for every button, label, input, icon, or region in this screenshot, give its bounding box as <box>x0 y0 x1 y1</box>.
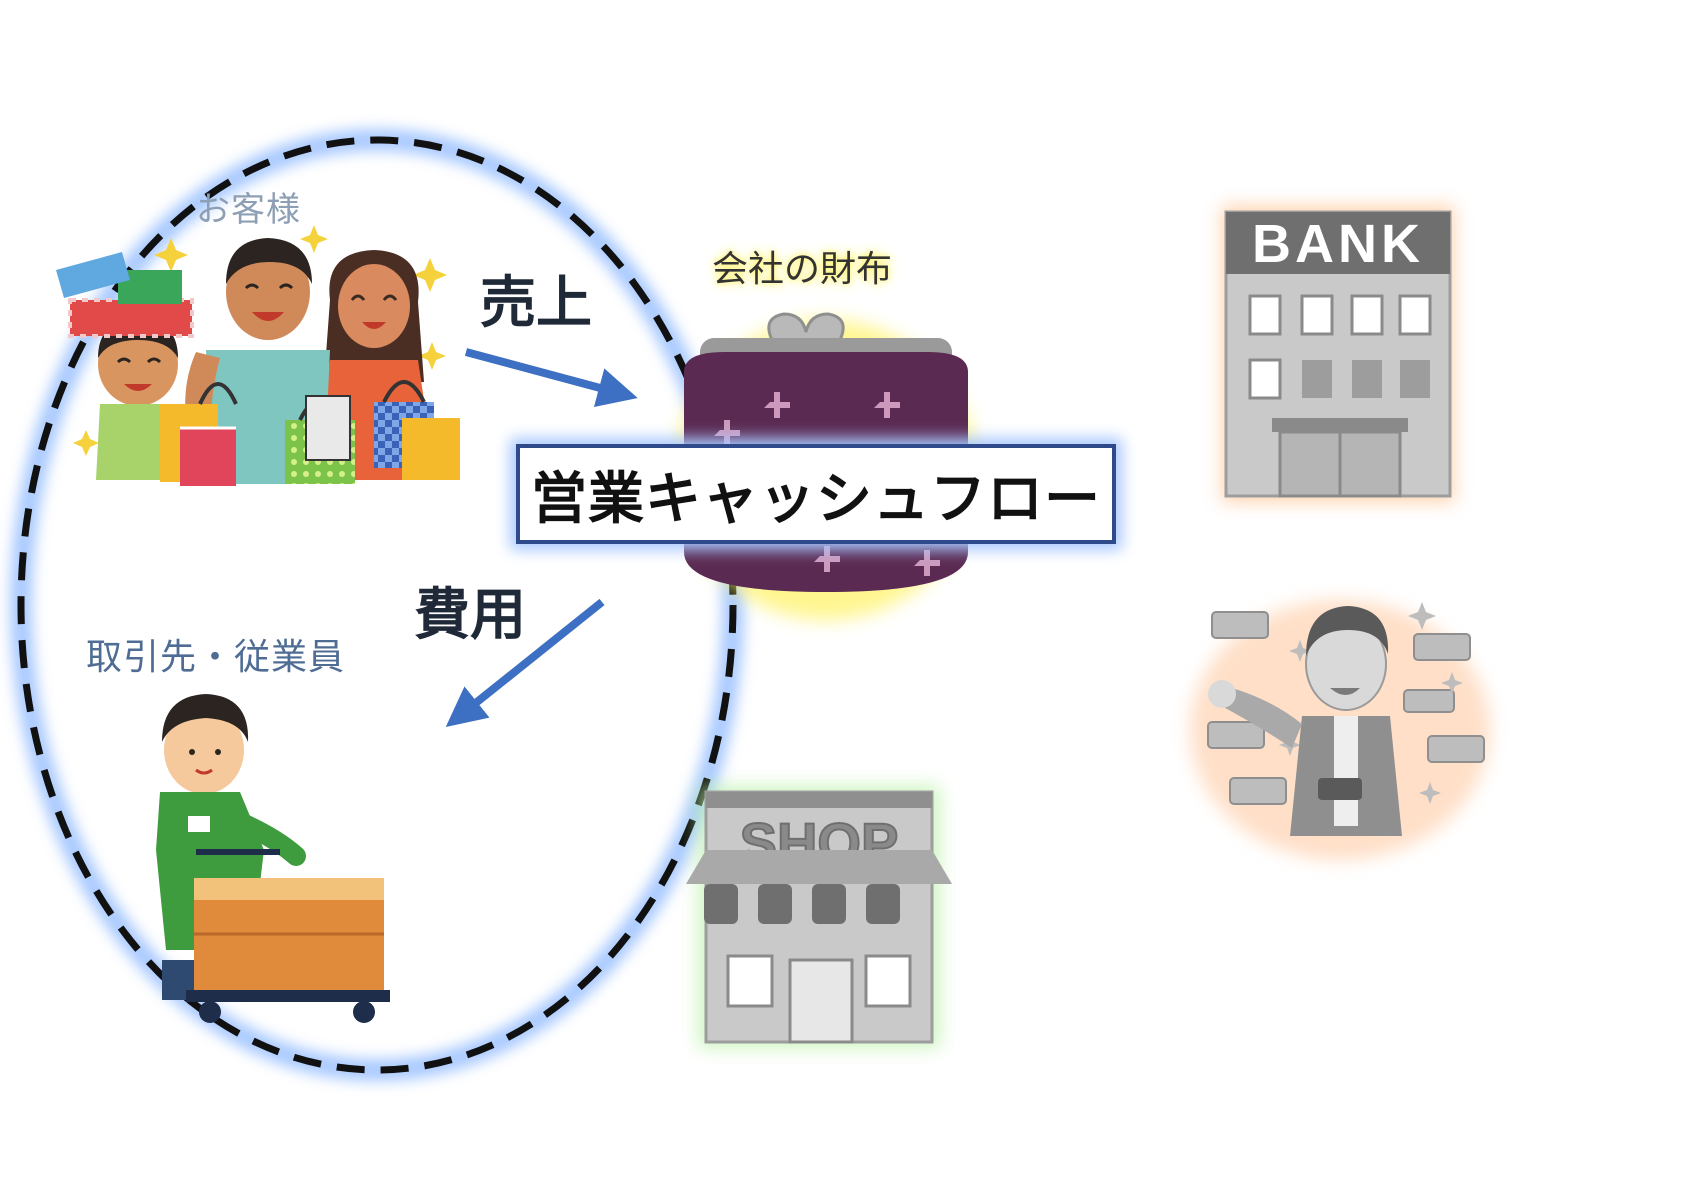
suppliers-employees-label: 取引先・従業員 <box>86 628 345 680</box>
sales-arrow <box>466 352 630 396</box>
operating-cashflow-title: 営業キャッシュフロー <box>531 454 1101 535</box>
bank-sign: BANK <box>1252 214 1424 274</box>
worker-with-cart-illustration <box>156 694 390 1023</box>
costs-label: 費用 <box>414 570 526 651</box>
operating-cashflow-box: 営業キャッシュフロー <box>516 444 1116 544</box>
customers-label: お客様 <box>196 182 301 231</box>
bank-building-icon: BANK <box>1222 206 1454 502</box>
customers-illustration <box>56 225 460 486</box>
sales-label: 売上 <box>480 258 592 339</box>
rich-man-illustration <box>1190 600 1490 860</box>
wallet-label: 会社の財布 <box>712 240 892 292</box>
shop-building-icon: SHOP <box>686 786 952 1048</box>
